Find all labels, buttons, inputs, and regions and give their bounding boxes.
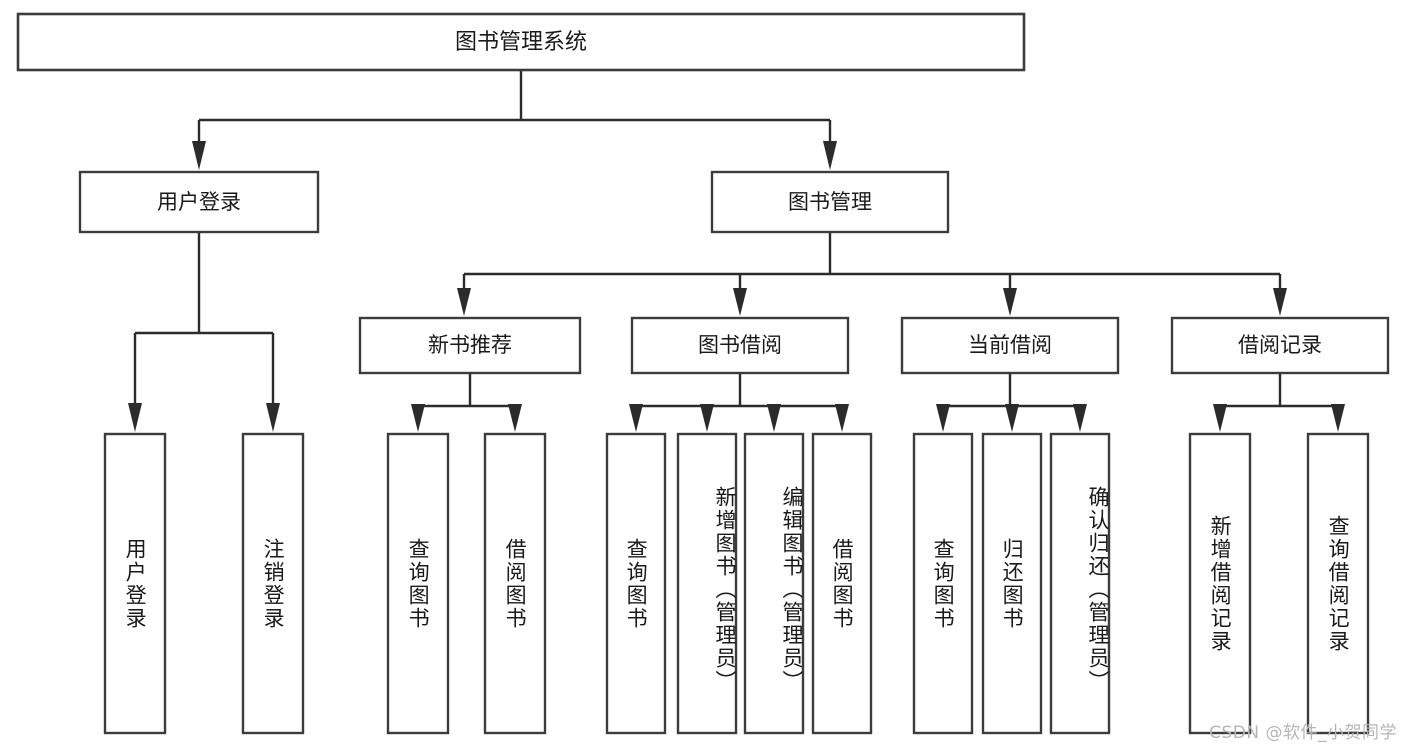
- connector-group-current-borrow-to-leaves: [936, 373, 1087, 432]
- arrow-head-borrow-record: [1273, 288, 1287, 316]
- node-borrow-record[interactable]: 借阅记录: [1170, 316, 1390, 375]
- node-book-management-box[interactable]: [710, 170, 950, 234]
- leaf-box-query-book-current[interactable]: [912, 432, 974, 735]
- node-new-book-recommend[interactable]: 新书推荐: [358, 316, 582, 375]
- arrow-head-leaf-add-record: [1213, 404, 1227, 432]
- node-user-login-label: 用户登录: [157, 190, 241, 214]
- connector-group-book-borrow-to-leaves: [629, 373, 849, 432]
- arrow-head-leaf-return-book: [1005, 404, 1019, 432]
- node-user-login[interactable]: 用户登录: [78, 170, 320, 234]
- csdn-watermark: CSDN @软件_小贺同学: [1209, 723, 1397, 743]
- leaf-box-user-login[interactable]: [103, 432, 167, 735]
- node-borrow-record-label: 借阅记录: [1238, 333, 1322, 357]
- node-root-box[interactable]: [16, 12, 1026, 72]
- node-current-borrow[interactable]: 当前借阅: [900, 316, 1120, 375]
- node-root-label: 图书管理系统: [455, 30, 587, 55]
- node-book-management[interactable]: 图书管理: [710, 170, 950, 234]
- arrow-head-leaf-query-book-2: [629, 404, 643, 432]
- arrow-head-leaf-borrow-book-2: [835, 404, 849, 432]
- leaf-box-add-book-admin[interactable]: [676, 432, 738, 735]
- arrow-head-leaf-query-book-1: [411, 404, 425, 432]
- node-new-book-recommend-label: 新书推荐: [428, 333, 512, 357]
- node-current-borrow-box[interactable]: [900, 316, 1120, 375]
- arrow-head-user-login: [192, 141, 206, 170]
- arrow-head-leaf-query-book-3: [936, 404, 950, 432]
- connector-group-new-book-recommend-to-leaves: [411, 373, 522, 432]
- arrow-head-leaf-confirm-return: [1073, 404, 1087, 432]
- leaf-box-query-borrow-record[interactable]: [1306, 432, 1370, 735]
- connector-group-root-to-level2: [192, 70, 837, 170]
- leaf-box-borrow-book-recommend[interactable]: [483, 432, 547, 735]
- arrow-head-new-book-recommend: [457, 288, 471, 316]
- node-book-borrow-label: 图书借阅: [698, 333, 782, 357]
- arrow-head-leaf-user-login: [128, 403, 142, 432]
- node-book-borrow-box[interactable]: [630, 316, 850, 375]
- leaf-box-confirm-return-admin[interactable]: [1049, 432, 1111, 735]
- node-book-management-label: 图书管理: [788, 190, 872, 214]
- node-current-borrow-label: 当前借阅: [968, 333, 1052, 357]
- connector-group-borrow-record-to-leaves: [1213, 373, 1345, 432]
- leaf-box-return-book[interactable]: [981, 432, 1043, 735]
- arrow-head-leaf-edit-book: [767, 404, 781, 432]
- node-root-book-management-system[interactable]: 图书管理系统: [16, 12, 1026, 72]
- node-book-borrow[interactable]: 图书借阅: [630, 316, 850, 375]
- arrow-head-leaf-logout-login: [266, 403, 280, 432]
- node-borrow-record-box[interactable]: [1170, 316, 1390, 375]
- arrow-head-book-borrow: [733, 288, 747, 316]
- node-new-book-recommend-box[interactable]: [358, 316, 582, 375]
- leaf-box-add-borrow-record[interactable]: [1188, 432, 1252, 735]
- connector-group-user-login-to-leaves: [128, 232, 280, 432]
- node-user-login-box[interactable]: [78, 170, 320, 234]
- arrow-head-leaf-query-record: [1331, 404, 1345, 432]
- leaf-box-edit-book-admin[interactable]: [743, 432, 805, 735]
- leaf-box-query-book-borrow[interactable]: [605, 432, 667, 735]
- arrow-head-current-borrow: [1003, 288, 1017, 316]
- connector-group-book-mgmt-to-level3: [457, 232, 1287, 316]
- arrow-head-leaf-borrow-book-1: [508, 404, 522, 432]
- leaf-box-query-book-recommend[interactable]: [386, 432, 450, 735]
- arrow-head-book-mgmt: [823, 141, 837, 170]
- arrow-head-leaf-add-book: [700, 404, 714, 432]
- leaf-box-logout-login[interactable]: [241, 432, 305, 735]
- leaf-box-borrow-book[interactable]: [811, 432, 873, 735]
